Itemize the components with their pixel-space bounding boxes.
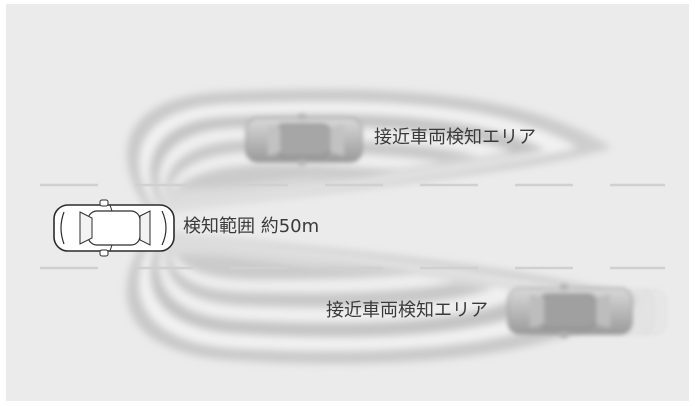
- detection-range-label: 検知範囲 約50m: [183, 216, 320, 237]
- ego-vehicle-icon: [53, 199, 175, 257]
- upper-zone-label: 接近車両検知エリア: [374, 127, 536, 148]
- upper-vehicle-icon: [245, 114, 363, 166]
- lower-zone-label: 接近車両検知エリア: [326, 300, 488, 321]
- diagram-background: 接近車両検知エリア 検知範囲 約50m 接近車両検知エリア: [6, 4, 689, 401]
- lane-markings: [40, 183, 665, 270]
- lower-vehicle-icon: [507, 284, 667, 338]
- detection-zone-illustration: [40, 80, 689, 380]
